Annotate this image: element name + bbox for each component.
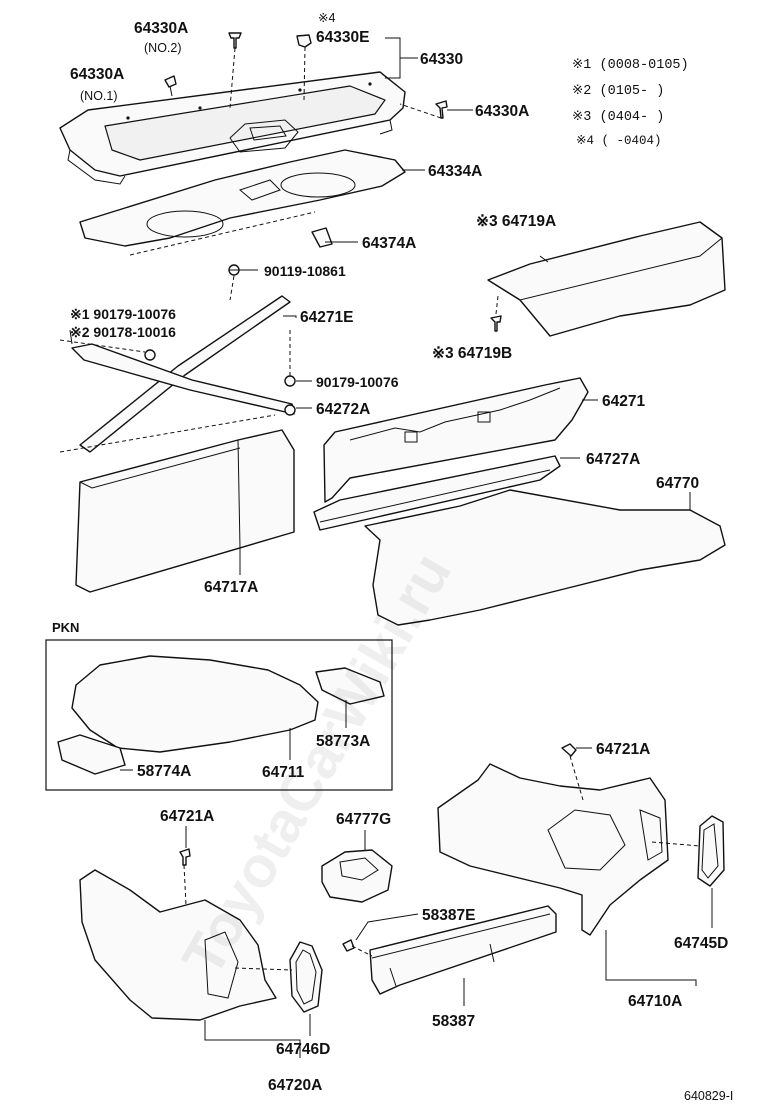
clip-64721A-left bbox=[179, 848, 191, 866]
clip-58387E bbox=[342, 939, 355, 952]
pkn-section bbox=[45, 639, 393, 791]
shelf-panel-64334A bbox=[79, 149, 406, 247]
label-star4-top: ※4 bbox=[318, 11, 335, 25]
cover-64745D bbox=[697, 815, 725, 887]
cover-64746D bbox=[289, 941, 323, 1013]
production-notes: ※1 (0008-0105) ※2 (0105- ) ※3 (0404- ) ※… bbox=[572, 58, 689, 148]
clip-64330E bbox=[296, 34, 312, 48]
label-58773A: 58773A bbox=[316, 733, 370, 750]
label-64721A-left: 64721A bbox=[160, 808, 214, 825]
package-tray-trim-64330 bbox=[59, 71, 406, 185]
part-58773A bbox=[315, 667, 385, 705]
cover-64711 bbox=[71, 655, 319, 753]
label-64271: 64271 bbox=[602, 393, 645, 410]
watermark: ToyotaCarWiki.ru bbox=[170, 542, 464, 986]
label-90119: 90119-10861 bbox=[264, 263, 346, 279]
label-64272A: 64272A bbox=[316, 401, 370, 418]
label-64710A: 64710A bbox=[628, 993, 682, 1010]
pkn-box bbox=[45, 639, 393, 791]
label-64711: 64711 bbox=[262, 764, 305, 781]
clip-64330A-right bbox=[435, 100, 448, 119]
garnish-64719A bbox=[487, 221, 726, 337]
label-64720A: 64720A bbox=[268, 1077, 322, 1094]
label-64330E: 64330E bbox=[316, 29, 369, 46]
clip-64719B bbox=[490, 315, 502, 332]
note-2: ※2 (0105- ) bbox=[572, 84, 664, 99]
brace-64271E bbox=[71, 295, 296, 453]
trim-64710A bbox=[437, 763, 669, 936]
label-64374A: 64374A bbox=[362, 235, 416, 252]
note-3: ※3 (0404- ) bbox=[572, 110, 664, 125]
part-58774A bbox=[57, 734, 126, 775]
mat-64770 bbox=[364, 489, 726, 626]
garnish-58387 bbox=[369, 905, 557, 995]
label-64330A-no1: 64330A bbox=[70, 66, 124, 83]
label-64727A: 64727A bbox=[586, 451, 640, 468]
label-pkn: PKN bbox=[52, 620, 79, 635]
nut-90179-10076 bbox=[284, 375, 296, 387]
support-64777G bbox=[321, 849, 393, 903]
label-64745D: 64745D bbox=[674, 935, 728, 952]
clip-64330A-no2 bbox=[228, 32, 242, 49]
label-no1: (NO.1) bbox=[80, 89, 118, 103]
trim-64720A bbox=[79, 869, 277, 1021]
board-64717A bbox=[75, 429, 295, 593]
footer-code: 640829-I bbox=[684, 1089, 733, 1103]
label-64777G: 64777G bbox=[336, 811, 391, 828]
clip-64721A-right bbox=[561, 743, 577, 757]
clip-64330A-no1 bbox=[164, 75, 177, 97]
leader-lines bbox=[69, 37, 713, 1058]
panel-64271 bbox=[323, 377, 589, 503]
label-64746D: 64746D bbox=[276, 1041, 330, 1058]
label-no2: (NO.2) bbox=[144, 41, 182, 55]
label-64330: 64330 bbox=[420, 51, 463, 68]
label-64271E: 64271E bbox=[300, 309, 353, 326]
label-58387: 58387 bbox=[432, 1013, 475, 1030]
label-58387E: 58387E bbox=[422, 907, 475, 924]
label-64719B: ※3 64719B bbox=[432, 345, 512, 362]
bolt-90119-10861 bbox=[228, 264, 240, 276]
label-90179-b: 90179-10076 bbox=[316, 374, 399, 390]
bracket-64374A bbox=[311, 227, 333, 248]
label-64330A-right: 64330A bbox=[475, 103, 529, 120]
label-58774A: 58774A bbox=[137, 763, 191, 780]
note-1: ※1 (0008-0105) bbox=[572, 58, 689, 73]
label-64719A: ※3 64719A bbox=[476, 213, 556, 230]
label-64770: 64770 bbox=[656, 475, 699, 492]
label-64721A-right: 64721A bbox=[596, 741, 650, 758]
label-64334A: 64334A bbox=[428, 163, 482, 180]
label-90178: ※2 90178-10016 bbox=[70, 324, 176, 340]
sill-64727A bbox=[313, 455, 561, 531]
part-labels: 64330A (NO.2) ※4 64330E 64330 64330A (NO… bbox=[52, 11, 728, 1094]
label-64717A: 64717A bbox=[204, 579, 258, 596]
note-4: ※4 ( -0404) bbox=[576, 134, 662, 148]
label-64330A-no2: 64330A bbox=[134, 20, 188, 37]
label-90179-a: ※1 90179-10076 bbox=[70, 306, 176, 322]
